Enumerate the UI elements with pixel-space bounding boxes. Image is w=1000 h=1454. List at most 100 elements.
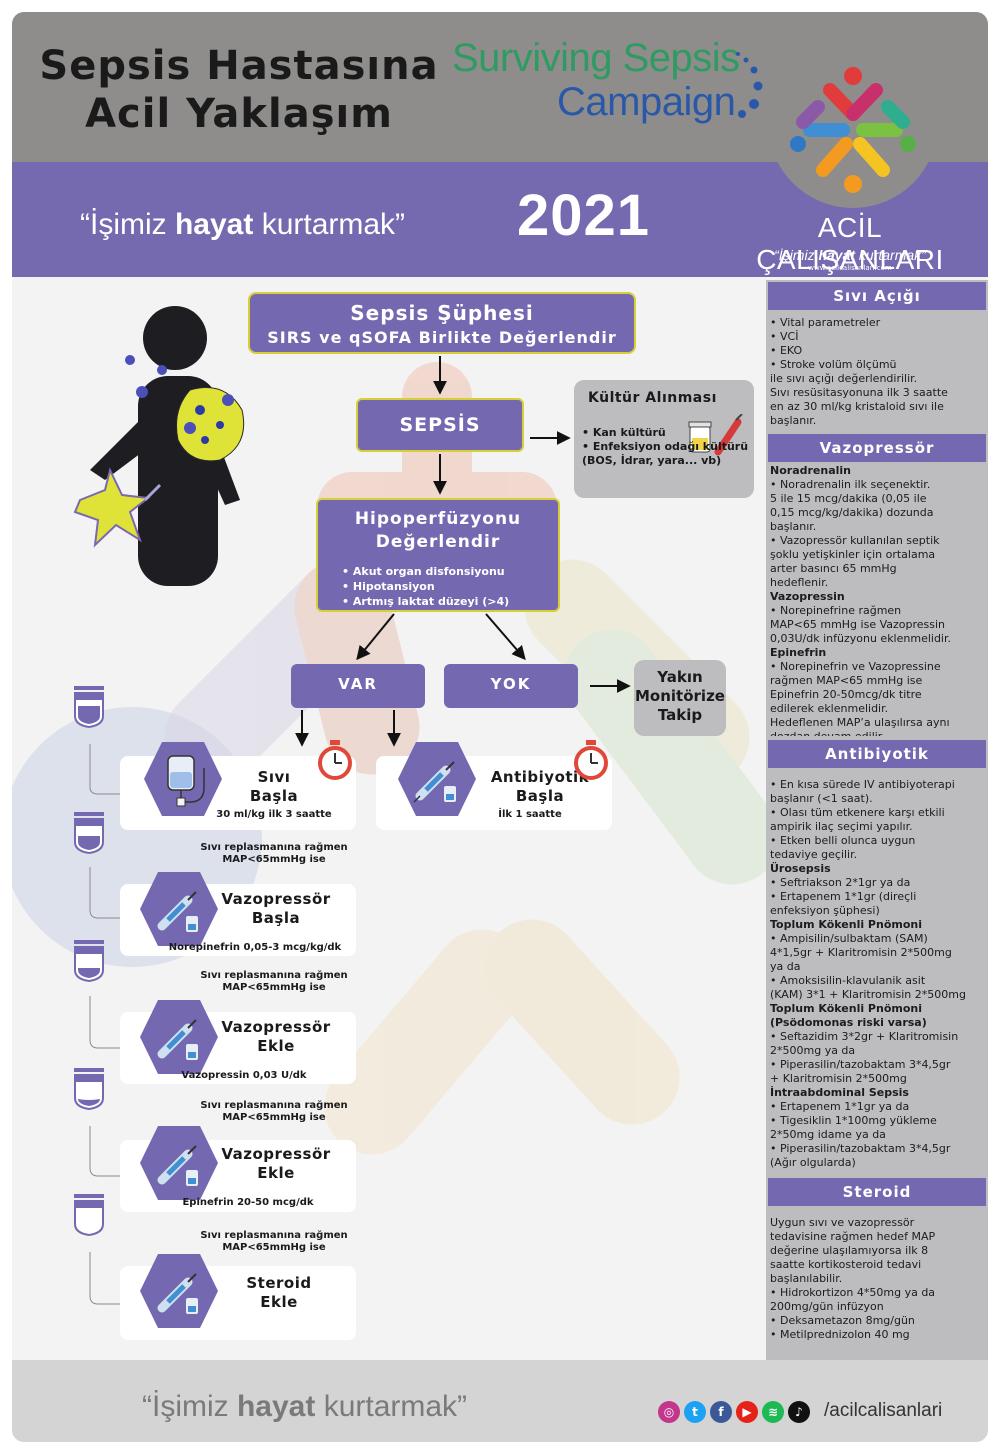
iv-bag-icon — [74, 812, 104, 854]
vasopressor-add-sub: Epinefrin 20-50 mcg/dk — [182, 1197, 314, 1208]
infographic-page: Sepsis Hastasına Acil Yaklaşım Surviving… — [12, 12, 988, 1442]
text-line: • En kısa sürede IV antibiyoterapi — [770, 778, 955, 791]
iv-bag-icon — [74, 1194, 104, 1236]
text-line: saatte kortikosteroid tedavi — [770, 1258, 922, 1271]
text-line: • Piperasilin/tazobaktam 3*4,5gr — [770, 1058, 951, 1071]
vasopressor-add-title: Vazopressör Ekle — [218, 1145, 334, 1183]
text-line: (Psödomonas riski varsa) — [770, 1016, 927, 1029]
stopwatch-icon — [574, 740, 608, 780]
text-line: arter basıncı 65 mmHg — [770, 562, 897, 575]
hypoperfusion-list: • Akut organ disfonsiyonu • Hipotansiyon… — [342, 564, 558, 609]
monitor-line-3: Takip — [657, 706, 703, 724]
vasopressor-start-title: Vazopressör Başla — [218, 890, 334, 928]
culture-box: Kültür Alınması • Kan kültürü • Enfeksiy… — [574, 380, 754, 498]
text-line: 0,03U/dk infüzyonu eklenmelidir. — [770, 632, 952, 645]
culture-list: • Kan kültürü • Enfeksiyon odağı kültürü… — [582, 426, 748, 468]
hypoperfusion-box: Hipoperfüzyonu Değerlendir • Akut organ … — [316, 498, 560, 612]
vaso2-title-2: Ekle — [257, 1037, 295, 1055]
sepsis-suspicion-subtitle: SIRS ve qSOFA Birlikte Değerlendir — [267, 328, 617, 347]
antibiotic-sub: İlk 1 saatte — [498, 809, 562, 820]
vaso1-title-2: Başla — [251, 909, 301, 927]
culture-item: (BOS, İdrar, yara... vb) — [582, 454, 722, 467]
footer — [12, 1360, 988, 1442]
antibiotic-title: Antibiyotik Başla — [482, 768, 598, 806]
campaign-line-1: Surviving Sepsis — [452, 36, 740, 80]
text-line: Uygun sıvı ve vazopressör — [770, 1216, 915, 1229]
text-line: Toplum Kökenli Pnömoni — [770, 918, 923, 931]
motto-open: “İşimiz — [80, 208, 175, 241]
condition-line-1: Sıvı replasmanına rağmen — [200, 1230, 348, 1241]
text-line: en az 30 ml/kg kristaloid sıvı ile — [770, 400, 944, 413]
text-line: Epinefrin — [770, 646, 827, 659]
text-line: 0,15 mcg/kg/dakika) dozunda — [770, 506, 934, 519]
condition-line-2: MAP<65mmHg ise — [222, 854, 326, 865]
condition-line-1: Sıvı replasmanına rağmen — [200, 842, 348, 853]
text-line: şoklu yetişkinler için ortalama — [770, 548, 936, 561]
text-line: • Seftriakson 2*1gr ya da — [770, 876, 911, 889]
fluid-sub: 30 ml/kg ilk 3 saatte — [216, 809, 332, 820]
youtube-icon[interactable]: ▶ — [736, 1401, 758, 1423]
stopwatch-icon — [318, 740, 352, 780]
syringe-icon — [140, 1254, 218, 1328]
text-line: + Klaritromisin 2*500mg — [770, 1072, 907, 1085]
social-handle[interactable]: /acilcalisanlari — [824, 1400, 943, 1421]
brand-motto-bold: hayat — [818, 247, 856, 263]
antibiotic-title-1: Antibiyotik — [490, 768, 590, 786]
text-line: başlanır. — [770, 414, 817, 427]
text-line: • Ertapenem 1*1gr (direçli — [770, 890, 917, 903]
page-title: Sepsis Hastasına Acil Yaklaşım — [34, 42, 444, 138]
tiktok-icon[interactable]: ♪ — [788, 1401, 810, 1423]
condition-line-2: MAP<65mmHg ise — [222, 982, 326, 993]
sepsis-suspicion-title: Sepsis Şüphesi — [350, 301, 534, 325]
antibiotic-text: • En kısa sürede IV antibiyoterapi başla… — [770, 778, 984, 1170]
text-line: • Stroke volüm ölçümü — [770, 358, 897, 371]
text-line: Toplum Kökenli Pnömoni — [770, 1002, 923, 1015]
antibiotic-title-2: Başla — [515, 787, 565, 805]
title-line-1: Sepsis Hastasına — [39, 43, 439, 89]
vasopressor-heading: Vazopressör — [768, 434, 986, 462]
culture-item: • Enfeksiyon odağı kültürü — [582, 440, 749, 453]
text-line: Noradrenalin — [770, 464, 851, 477]
motto-close: kurtarmak” — [253, 208, 406, 241]
text-line: Hedeflenen MAP’a ulaşılırsa aynı — [770, 716, 950, 729]
var-box: VAR — [291, 664, 425, 708]
sepsis-suspicion-box: Sepsis Şüphesi SIRS ve qSOFA Birlikte De… — [248, 292, 636, 354]
facebook-icon[interactable]: f — [710, 1401, 732, 1423]
condition-line-1: Sıvı replasmanına rağmen — [200, 970, 348, 981]
text-line: • Deksametazon 8mg/gün — [770, 1314, 915, 1327]
text-line: • Norepinefrine rağmen — [770, 604, 902, 617]
brand-motto-open: “İşimiz — [774, 247, 819, 263]
text-line: tedaviye geçilir. — [770, 848, 858, 861]
text-line: • Olası tüm etkenere karşı etkili — [770, 806, 945, 819]
fluid-deficit-text: • Vital parametreler• VCİ• EKO• Stroke v… — [770, 316, 984, 428]
iv-bag-icon — [74, 940, 104, 982]
steroid-title-1: Steroid — [246, 1274, 312, 1292]
vasopressor-add-title: Vazopressör Ekle — [218, 1018, 334, 1056]
text-line: • Piperasilin/tazobaktam 3*4,5gr — [770, 1142, 951, 1155]
fluid-deficit-heading: Sıvı Açığı — [768, 282, 986, 310]
syringe-icon — [398, 742, 476, 816]
text-line: (Ağır olgularda) — [770, 1156, 856, 1169]
condition-text: Sıvı replasmanına rağmen MAP<65mmHg ise — [184, 1100, 364, 1124]
condition-line-1: Sıvı replasmanına rağmen — [200, 1100, 348, 1111]
text-line: • Ertapenem 1*1gr ya da — [770, 1100, 910, 1113]
text-line: • Norepinefrin ve Vazopressine — [770, 660, 941, 673]
hypoperfusion-item: • Akut organ disfonsiyonu — [342, 565, 505, 578]
brand-motto-close: kurtarmak” — [855, 247, 926, 263]
text-line: rağmen MAP<65 mmHg ise — [770, 674, 923, 687]
text-line: (KAM) 3*1 + Klaritromisin 2*500mg — [770, 988, 966, 1001]
footer-motto: “İşimiz hayat kurtarmak” — [142, 1390, 467, 1424]
twitter-icon[interactable]: t — [684, 1401, 706, 1423]
text-line: Ürosepsis — [770, 862, 831, 875]
instagram-icon[interactable]: ◎ — [658, 1401, 680, 1423]
text-line: ya da — [770, 960, 801, 973]
hypoperfusion-title-2: Değerlendir — [375, 532, 501, 552]
spotify-icon[interactable]: ≋ — [762, 1401, 784, 1423]
footer-motto-bold: hayat — [236, 1390, 316, 1423]
hypoperfusion-item: • Artmış laktat düzeyi (>4) — [342, 595, 510, 608]
text-line: değerine ulaşılamıyorsa ilk 8 — [770, 1244, 929, 1257]
vaso3-title-2: Ekle — [257, 1164, 295, 1182]
text-line: enfeksiyon şüphesi) — [770, 904, 880, 917]
patient-illustration-icon — [73, 306, 245, 586]
